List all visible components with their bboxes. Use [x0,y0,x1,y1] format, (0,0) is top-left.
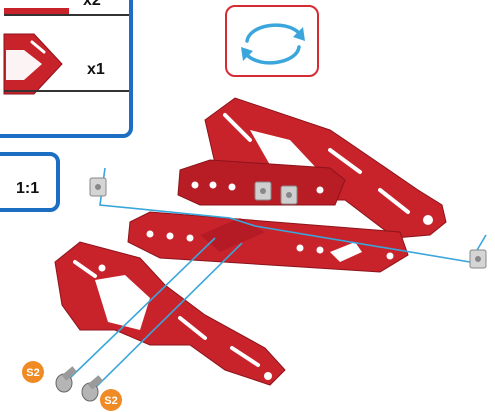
parts-list-panel: x2 x1 [0,0,133,138]
quantity-bottom-divider [4,90,129,92]
bracket-front-cutout [95,275,150,330]
part-bracket-cutout [6,50,42,80]
scale-indicator: 1:1 [0,152,60,212]
quantity-top-divider [4,14,129,16]
scale-label: 1:1 [16,180,40,197]
screw-1 [55,366,77,393]
rotate-indicator [225,5,319,77]
nut-group [254,181,298,205]
screw-badge-2-label: S2 [104,395,117,407]
plate-front [127,211,409,273]
screw-badge-2: S2 [100,389,122,411]
quantity-bottom-label: x1 [87,61,105,78]
screw-2 [81,375,103,402]
quantity-top-label: x2 [83,0,101,9]
screw-badge-1: S2 [22,361,44,383]
rotate-arrows-icon [241,23,305,65]
screw-badge-1-label: S2 [26,367,39,379]
